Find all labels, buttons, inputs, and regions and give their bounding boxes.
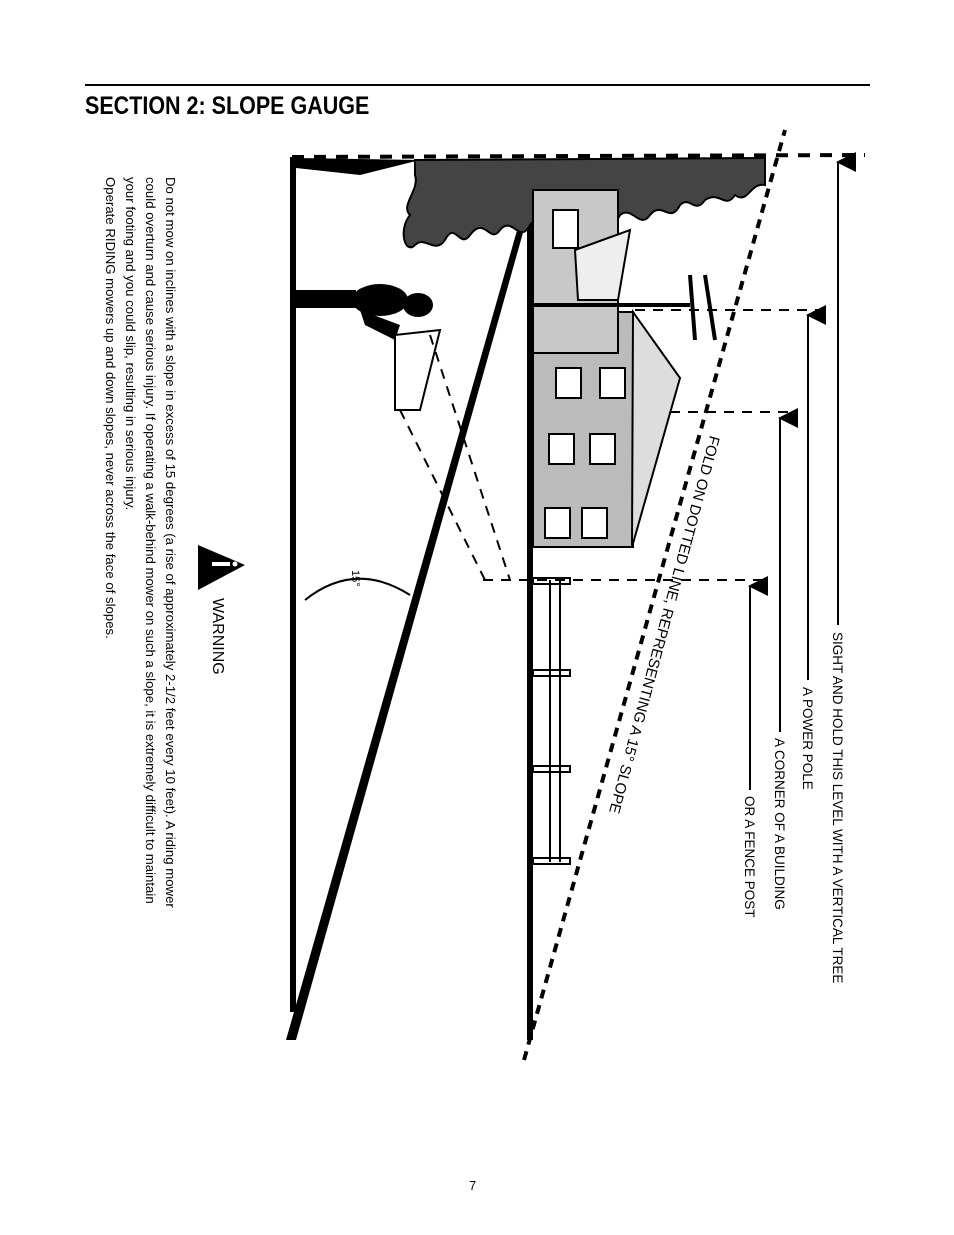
sight-line-lower	[399, 409, 486, 581]
person-figure	[296, 284, 442, 411]
building	[532, 189, 682, 548]
sight-line-diagonal	[429, 334, 511, 581]
slope-vertical-line	[527, 220, 533, 1040]
warning-line-2: could overturn and cause serious injury.…	[143, 177, 158, 904]
warning-label: WARNING	[209, 598, 226, 675]
warning-line-1: Do not mow on inclines with a slope in e…	[163, 177, 178, 908]
sight-label-pole: A POWER POLE	[800, 687, 815, 790]
section-title: SECTION 2: SLOPE GAUGE	[85, 92, 370, 120]
diagonal-ground-line	[286, 220, 526, 1040]
header-rule	[85, 84, 870, 86]
power-pole	[533, 274, 717, 341]
sight-label-building: A CORNER OF A BUILDING	[772, 738, 787, 910]
angle-label: 15°	[349, 570, 361, 587]
left-ground-line	[290, 157, 296, 1012]
tree-trunk	[296, 158, 420, 175]
top-dashed-line	[291, 153, 866, 159]
fold-dotted-line	[522, 129, 787, 1061]
fence	[532, 577, 571, 865]
angle-arc	[304, 577, 411, 601]
warning-line-3: your footing and you could slip, resulti…	[123, 177, 138, 510]
page-number: 7	[469, 1178, 477, 1193]
sight-label-tree: SIGHT AND HOLD THIS LEVEL WITH A VERTICA…	[830, 632, 845, 983]
sight-label-fence: OR A FENCE POST	[742, 796, 757, 918]
warning-triangle-icon	[198, 545, 245, 590]
warning-line-4: Operate RIDING mowers up and down slopes…	[103, 177, 118, 639]
